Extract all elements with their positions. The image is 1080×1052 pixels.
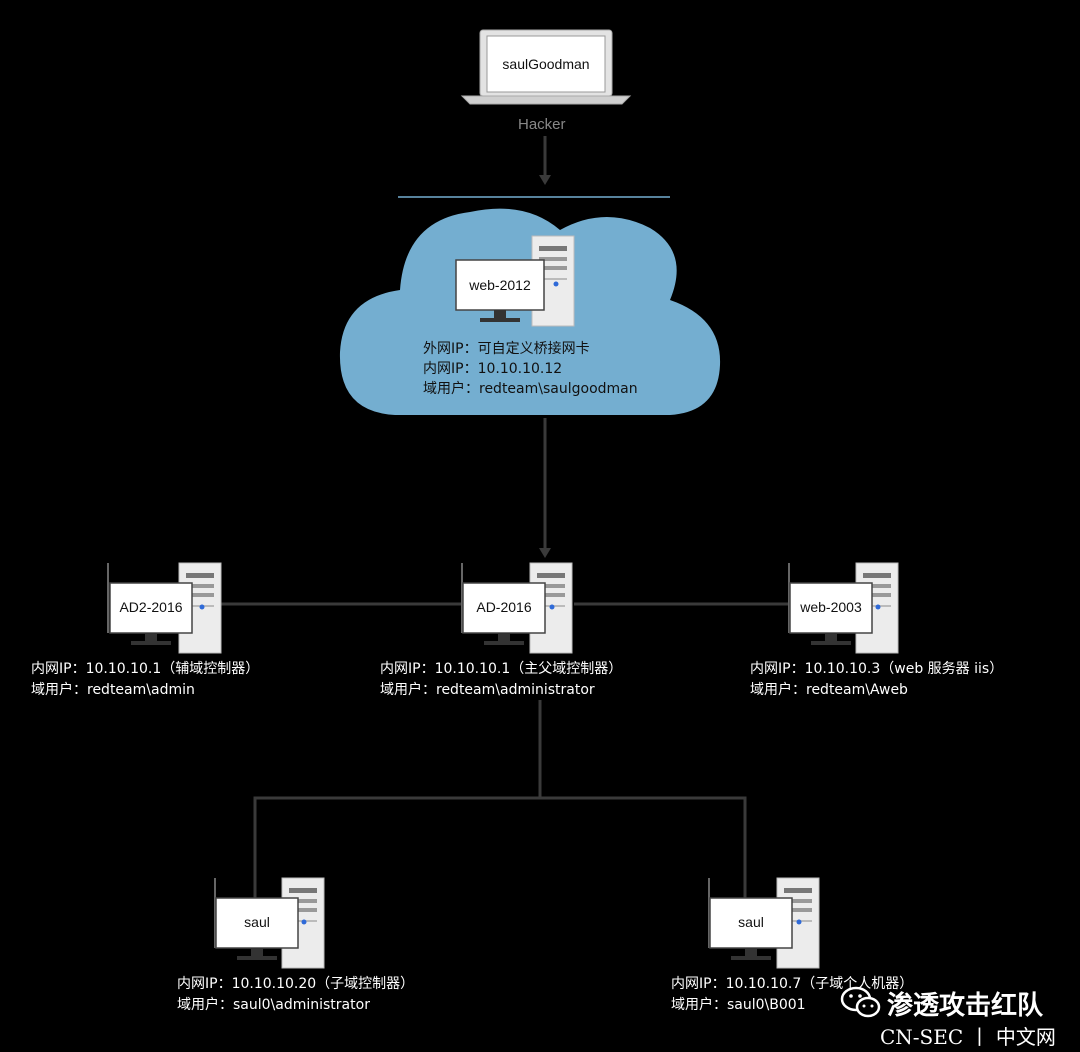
wechat-icon xyxy=(840,986,881,1018)
ad2-internal-ip: 内网IP：10.10.10.1（辅域控制器） xyxy=(31,661,260,677)
attacker-role: Hacker xyxy=(518,116,566,133)
attacker-name: saulGoodman xyxy=(502,56,590,72)
web2003-domain-user: 域用户：redteam\Aweb xyxy=(750,682,908,698)
watermark: 渗透攻击红队 CN-SEC 丨 中文网 xyxy=(835,985,1075,1049)
web2012-external-ip: 外网IP：可自定义桥接网卡 xyxy=(423,341,590,357)
laptop-icon xyxy=(460,29,632,105)
node-name-ad2: AD2-2016 xyxy=(119,599,183,615)
computer-icon-ad2 xyxy=(107,562,222,654)
computer-icon-web2012 xyxy=(455,235,575,327)
node-name-saul-right: saul xyxy=(738,914,764,930)
saul-left-internal-ip: 内网IP：10.10.10.20（子域控制器） xyxy=(177,976,415,992)
cloud-shape xyxy=(339,208,721,415)
saul-left-domain-user: 域用户：saul0\administrator xyxy=(177,997,370,1013)
ad2-domain-user: 域用户：redteam\admin xyxy=(31,682,195,698)
computer-icon-web2003 xyxy=(788,562,899,654)
node-name-ad: AD-2016 xyxy=(476,599,532,615)
link-ad-children xyxy=(253,700,747,900)
node-name-saul-left: saul xyxy=(244,914,270,930)
node-name-web2012: web-2012 xyxy=(469,277,531,293)
saul-right-domain-user: 域用户：saul0\B001 xyxy=(671,997,806,1013)
web2012-internal-ip: 内网IP：10.10.10.12 xyxy=(423,361,563,377)
watermark-subtitle: CN-SEC 丨 中文网 xyxy=(880,1025,1056,1049)
computer-icon-ad xyxy=(461,562,573,654)
connection-lines xyxy=(220,136,790,900)
computer-icon-saul-left xyxy=(214,877,325,969)
web2003-internal-ip: 内网IP：10.10.10.3（web 服务器 iis） xyxy=(750,661,1004,677)
web2012-domain-user: 域用户：redteam\saulgoodman xyxy=(423,381,638,397)
watermark-title: 渗透攻击红队 xyxy=(887,991,1044,1021)
ad-internal-ip: 内网IP：10.10.10.1（主父域控制器） xyxy=(380,661,623,677)
ad-domain-user: 域用户：redteam\administrator xyxy=(380,682,595,698)
node-name-web2003: web-2003 xyxy=(800,599,862,615)
computer-icon-saul-right xyxy=(708,877,820,969)
